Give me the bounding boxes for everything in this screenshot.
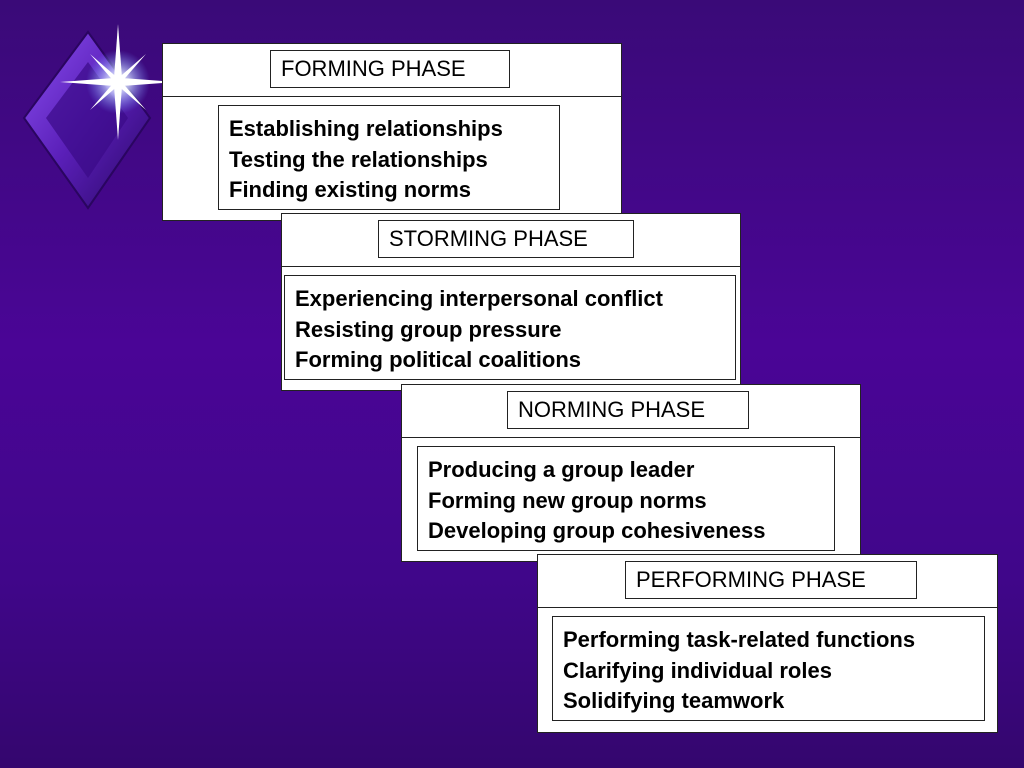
phase-line: Solidifying teamwork — [563, 688, 785, 713]
phase-title: NORMING PHASE — [507, 391, 749, 429]
phase-title: PERFORMING PHASE — [625, 561, 917, 599]
phase-line: Resisting group pressure — [295, 316, 562, 342]
phase-card-storming: STORMING PHASE Experiencing interpersona… — [281, 213, 741, 391]
phase-card-performing: PERFORMING PHASE Performing task-related… — [537, 554, 998, 733]
star-diamond-icon — [22, 24, 176, 210]
phase-body: Establishing relationships Testing the r… — [218, 105, 560, 210]
phase-header-band — [402, 385, 860, 438]
phase-line: Forming new group norms — [428, 487, 707, 513]
phase-line: Experiencing interpersonal conflict — [295, 286, 663, 311]
phase-body: Producing a group leader Forming new gro… — [417, 446, 835, 551]
phase-line: Clarifying individual roles — [563, 657, 832, 683]
phase-line: Developing group cohesiveness — [428, 518, 766, 543]
phase-body: Performing task-related functions Clarif… — [552, 616, 985, 721]
phase-line: Producing a group leader — [428, 457, 695, 482]
phase-line: Testing the relationships — [229, 146, 488, 172]
phase-line: Performing task-related functions — [563, 627, 916, 652]
phase-title: FORMING PHASE — [270, 50, 510, 88]
phase-header-band — [538, 555, 997, 608]
phase-card-forming: FORMING PHASE Establishing relationships… — [162, 43, 622, 221]
phase-line: Forming political coalitions — [295, 347, 582, 372]
phase-body: Experiencing interpersonal conflict Resi… — [284, 275, 736, 380]
phase-header-band — [163, 44, 621, 97]
phase-title: STORMING PHASE — [378, 220, 634, 258]
phase-line: Establishing relationships — [229, 116, 503, 141]
phase-line: Finding existing norms — [229, 177, 472, 202]
phase-card-norming: NORMING PHASE Producing a group leader F… — [401, 384, 861, 562]
phase-header-band — [282, 214, 740, 267]
